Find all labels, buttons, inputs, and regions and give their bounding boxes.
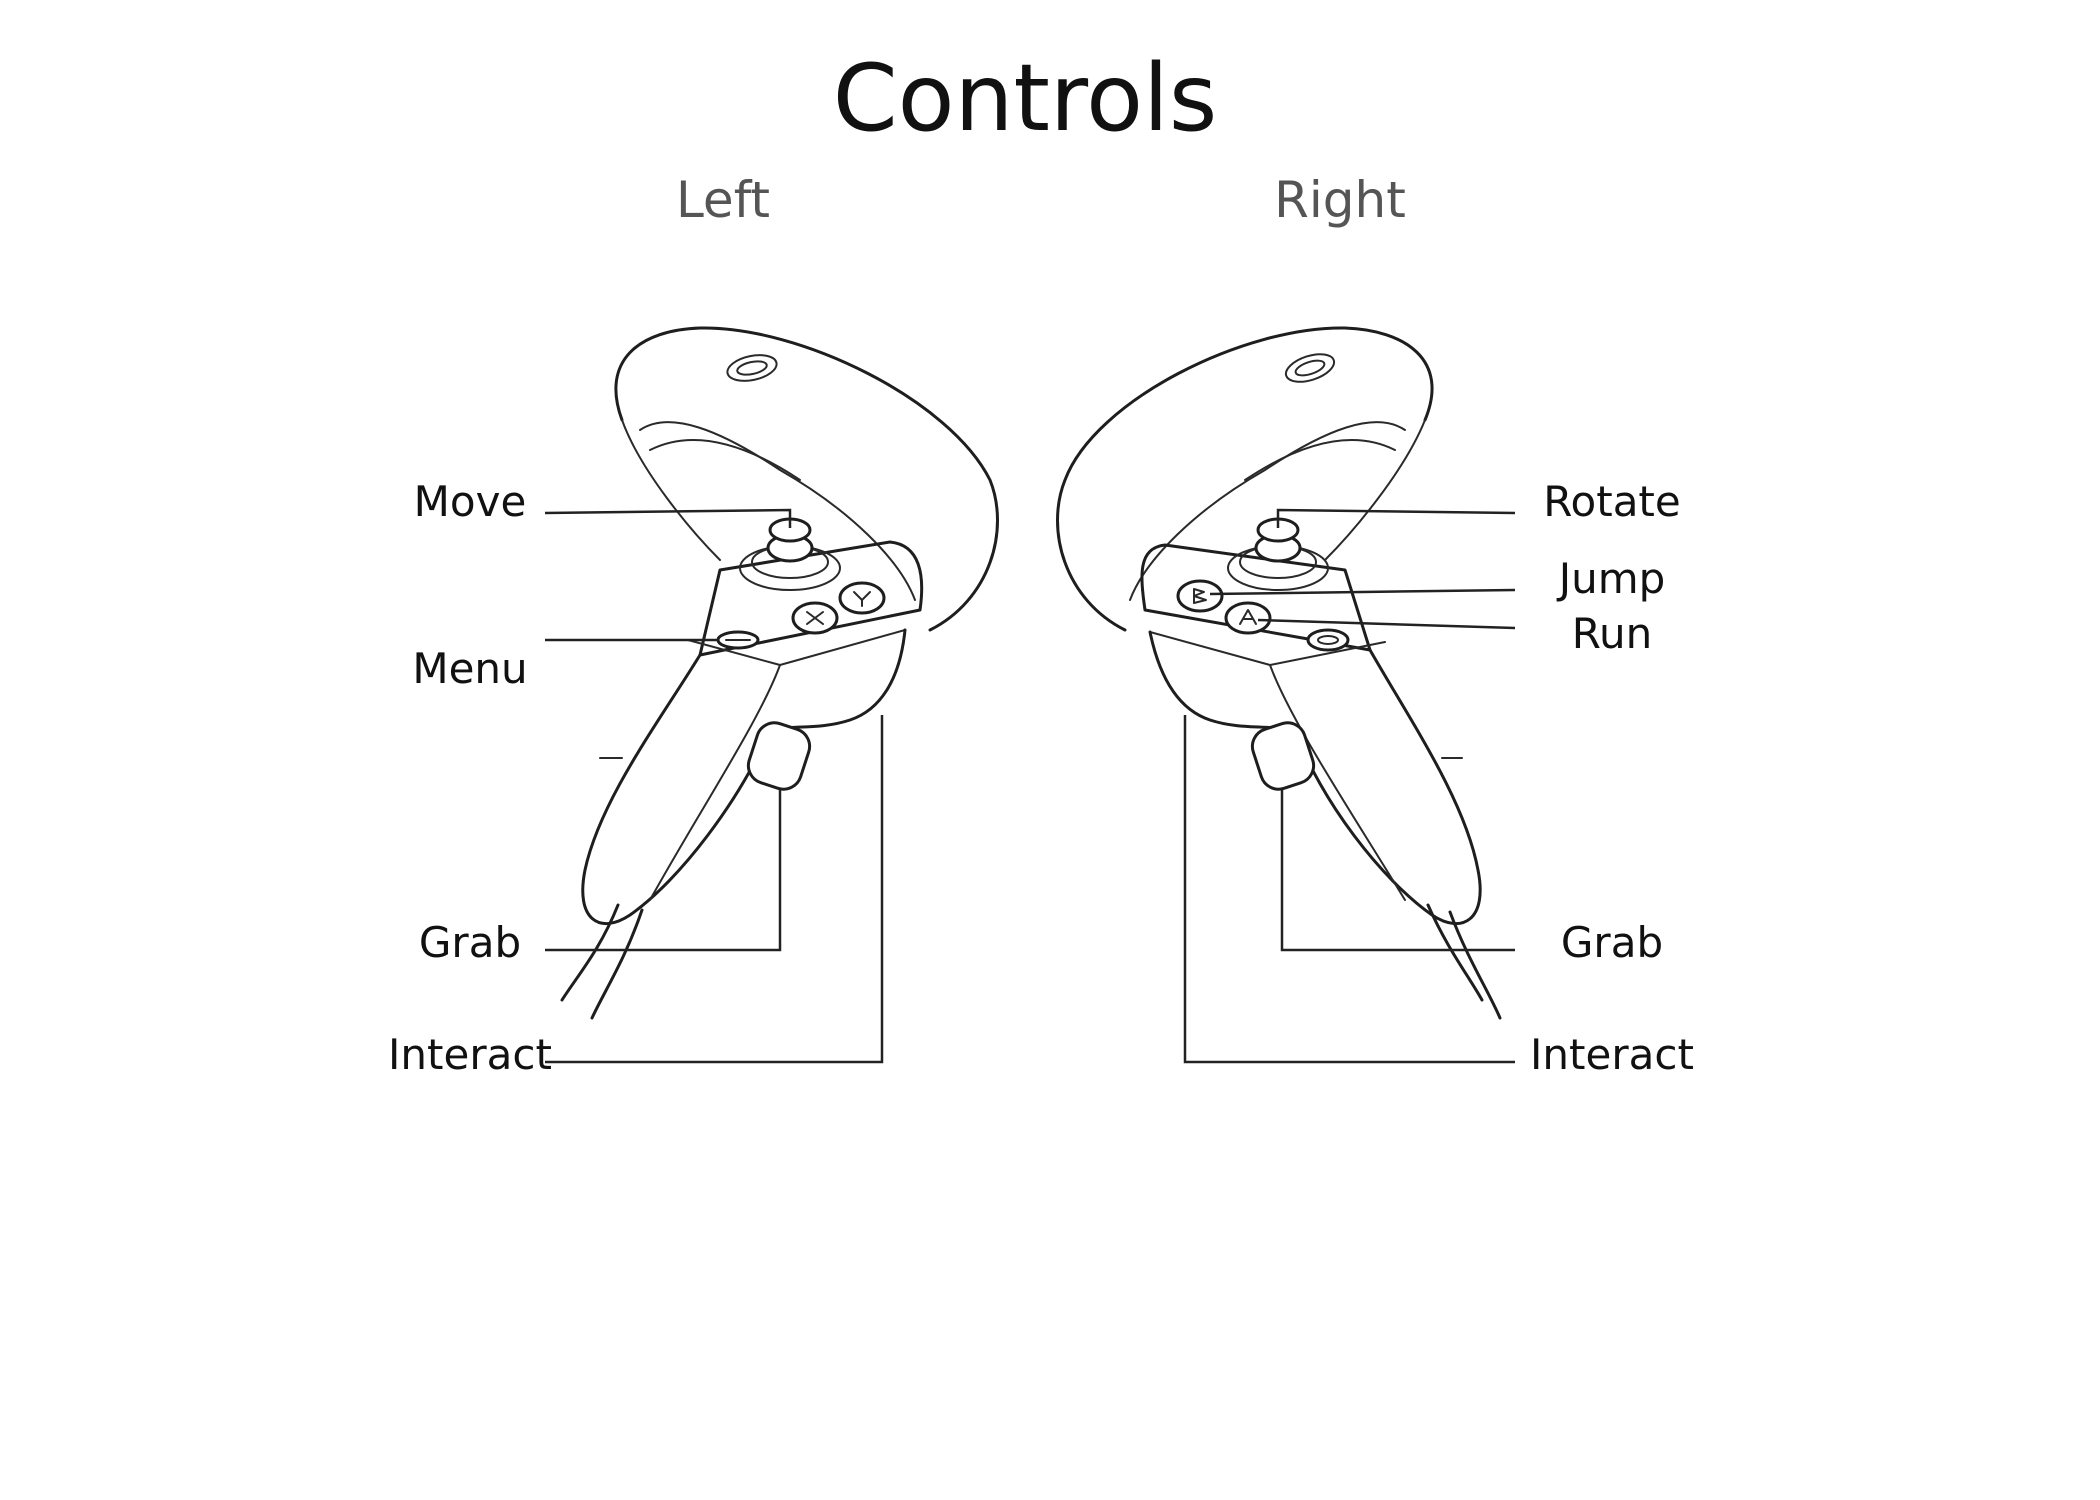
left-callouts: Move Menu Grab Interact: [388, 477, 884, 1079]
left-grip-button: [746, 721, 812, 791]
right-interact-leader: [1183, 715, 1515, 1064]
right-grip-button: [1250, 721, 1316, 791]
label-right-interact: Interact: [1530, 1030, 1694, 1079]
label-left-grab: Grab: [419, 918, 521, 967]
left-ring-oval: [726, 354, 778, 382]
run-leader: [1257, 618, 1516, 630]
right-heading: Right: [1274, 171, 1406, 229]
right-grab-leader: [1280, 790, 1515, 952]
page-title: Controls: [833, 44, 1218, 152]
left-heading: Left: [676, 171, 770, 229]
label-jump: Jump: [1556, 554, 1666, 603]
rotate-leader: [1276, 508, 1516, 528]
label-menu: Menu: [412, 644, 527, 693]
label-left-interact: Interact: [388, 1030, 552, 1079]
left-y-button: [838, 581, 886, 615]
right-b-button: [1176, 579, 1224, 613]
right-controller: [1056, 326, 1502, 1020]
right-callouts: Rotate Jump Run Grab Interact: [1183, 477, 1694, 1079]
label-run: Run: [1572, 609, 1653, 658]
left-thumbstick: [739, 517, 841, 591]
right-thumbstick: [1227, 517, 1329, 591]
right-oculus-button: [1306, 628, 1350, 652]
label-right-grab: Grab: [1561, 918, 1663, 967]
move-leader: [544, 508, 792, 528]
right-ring-oval: [1284, 353, 1336, 383]
left-grab-leader: [545, 790, 782, 952]
label-move: Move: [414, 477, 527, 526]
left-controller: [560, 326, 999, 1020]
left-interact-leader: [545, 715, 884, 1064]
label-rotate: Rotate: [1543, 477, 1681, 526]
jump-leader: [1209, 588, 1516, 596]
